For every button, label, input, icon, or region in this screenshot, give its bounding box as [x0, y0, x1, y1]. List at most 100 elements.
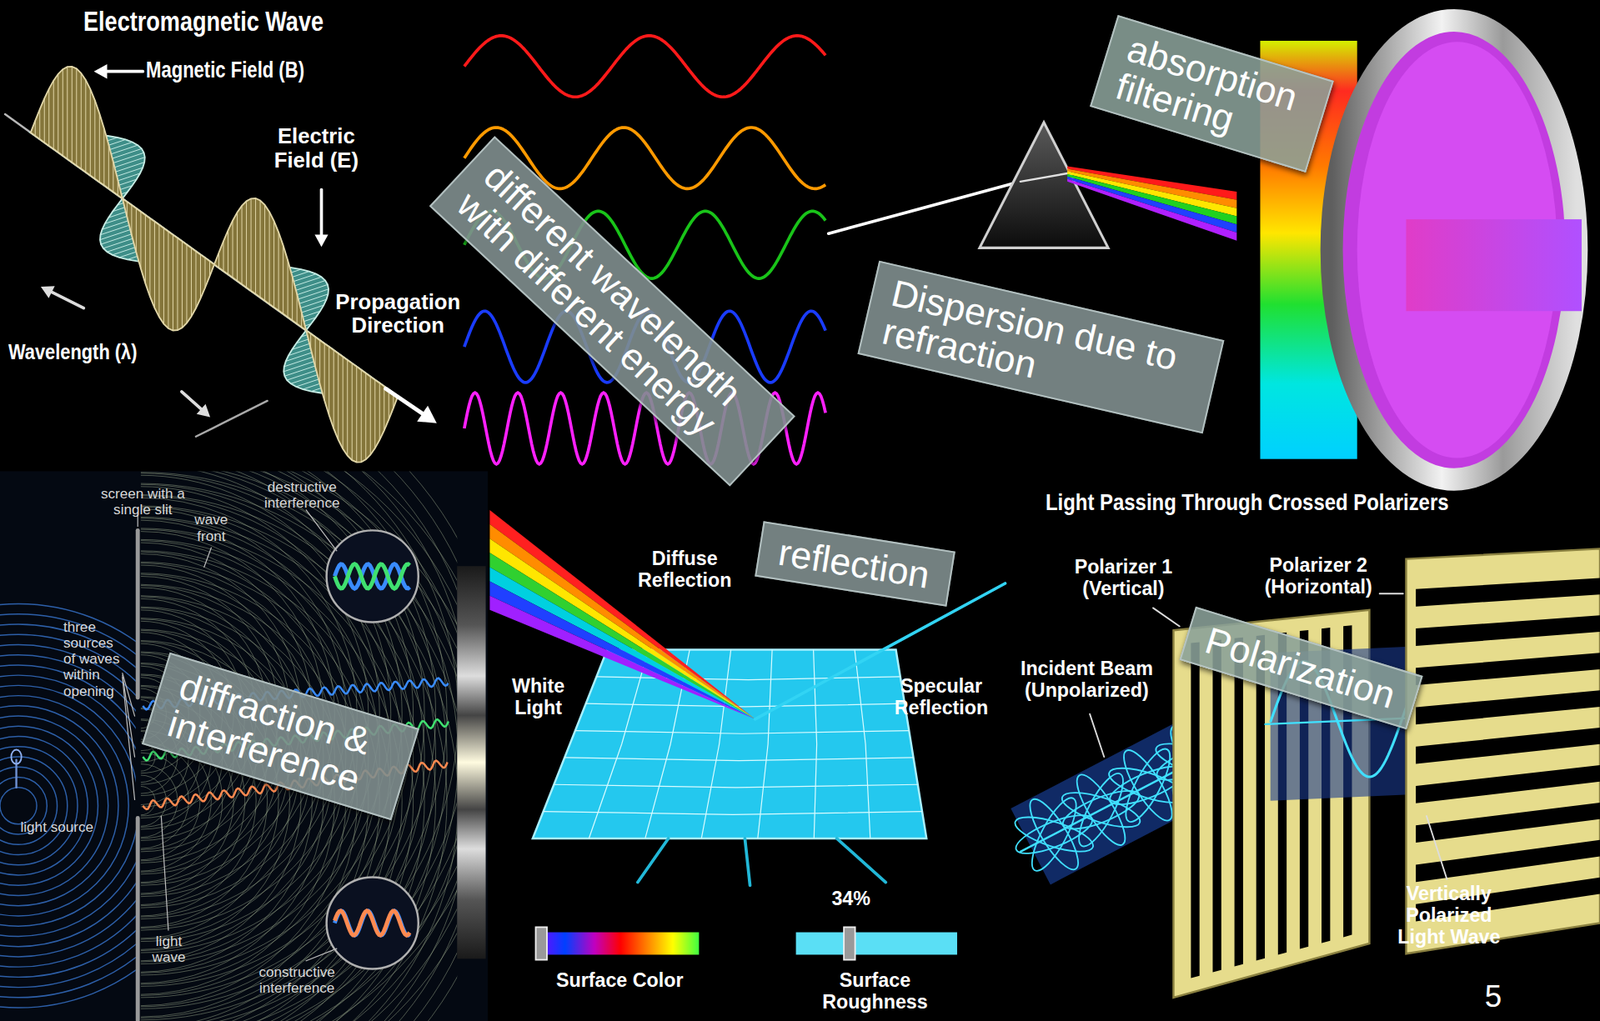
diffuse-ray	[637, 838, 669, 883]
surface-grid	[701, 650, 731, 839]
slider-label: Surface Color	[556, 969, 683, 992]
wavefront-arc	[140, 471, 457, 1021]
lobe-hatch	[291, 276, 293, 322]
lobe-hatch	[204, 257, 206, 288]
wavefront-arc	[140, 471, 457, 1021]
lobe-hatch	[218, 252, 220, 268]
unpolarized-loop	[1068, 768, 1134, 852]
wavefront-arc	[140, 472, 457, 1021]
lobe-hatch	[324, 343, 326, 401]
polarizer-slit	[1415, 727, 1600, 765]
panel-title: Electromagnetic Wave	[83, 5, 324, 37]
polarizer-illustration	[1010, 548, 1600, 998]
wavefront-arc	[140, 471, 457, 1021]
unpolarized-loop	[1023, 792, 1084, 877]
wavefront-arc	[140, 506, 437, 1021]
lobe-hatch	[245, 200, 247, 288]
prism-illustration	[828, 122, 1238, 249]
slit-screen	[135, 817, 141, 1020]
sine-wave	[464, 35, 826, 97]
leader-line	[122, 675, 136, 758]
lobe-hatch	[333, 350, 335, 429]
wavefront-arc	[140, 471, 457, 1021]
unpolarized-loop	[1118, 743, 1179, 828]
lobe-hatch	[108, 145, 110, 190]
lobe-hatch	[167, 231, 169, 329]
lobe-hatch	[172, 235, 174, 332]
lobe-hatch	[342, 356, 344, 450]
part-label: White Light	[500, 675, 577, 719]
lobe-hatch	[383, 386, 385, 432]
part-label: constructive interference	[240, 964, 354, 997]
callout-box: Dispersion due to refraction	[857, 260, 1224, 434]
part-label: Diffuse Reflection	[624, 547, 745, 592]
wavefront-arc	[140, 471, 457, 1021]
polarizer-slit	[1415, 615, 1600, 647]
lobe-hatch	[66, 66, 68, 160]
lobe-hatch	[75, 68, 77, 166]
lobe-hatch	[227, 230, 229, 275]
lobe-hatch	[190, 247, 192, 316]
polarizer-slit	[1415, 802, 1600, 843]
wavelength-arrow	[181, 391, 204, 412]
wave-ring	[0, 737, 88, 876]
surface-grid	[564, 757, 913, 762]
surface-grid	[575, 731, 909, 735]
lobe-hatch	[140, 211, 141, 269]
white-light-beam	[489, 524, 755, 720]
surface-grid	[813, 650, 818, 839]
wave-ring	[0, 614, 136, 999]
zoom-wave	[334, 564, 410, 589]
lobe-hatch	[315, 336, 316, 367]
unpolarized-loop	[1022, 793, 1087, 877]
lobe-hatch	[200, 254, 201, 299]
slit-wavefronts	[140, 471, 457, 1021]
lobe-hatch	[163, 228, 165, 325]
callout-text: reflection	[776, 532, 935, 597]
wavelength-line	[195, 401, 268, 437]
lobe-hatch	[250, 198, 252, 291]
lobe-hatch	[310, 333, 311, 349]
polarizer-slit	[1234, 637, 1244, 968]
color-slider	[536, 932, 700, 956]
page-number: 5	[1484, 979, 1502, 1014]
lobe-hatch	[346, 360, 348, 457]
polarizer-slit	[1212, 640, 1221, 974]
lobe-hatch	[176, 238, 178, 332]
leader-line	[1379, 592, 1404, 595]
surface-grid	[757, 650, 773, 839]
lobe-hatch	[255, 198, 256, 295]
slider-thumb	[536, 927, 547, 960]
wave-ring	[0, 665, 136, 948]
lobe-hatch	[90, 89, 91, 176]
lobe-hatch	[57, 74, 59, 153]
lobe-hatch	[278, 232, 280, 311]
inner-ray	[1020, 173, 1068, 182]
callout-box: absorption filtering	[1090, 15, 1335, 173]
leader-line	[1089, 714, 1104, 758]
lobe-hatch	[103, 128, 105, 186]
wave-ring	[0, 603, 136, 1009]
field-label: Magnetic Field (B)	[145, 57, 305, 83]
lobe-hatch	[264, 205, 266, 301]
dimension-label: Wavelength (λ)	[8, 340, 137, 365]
unpolarized-loop	[1115, 744, 1180, 828]
slit-screen	[135, 530, 141, 698]
lobe-hatch	[232, 220, 234, 278]
lobe-hatch	[130, 205, 132, 236]
lobe-hatch	[149, 218, 151, 297]
lobe-hatch	[296, 293, 298, 324]
lobe-hatch	[287, 260, 289, 317]
wave-ring	[0, 726, 98, 886]
wave-ring	[0, 706, 119, 907]
wave-ring	[0, 747, 78, 866]
leader-line	[160, 816, 169, 931]
wavefront-arc	[140, 471, 437, 1009]
spectrum-band	[1067, 176, 1237, 233]
lobe-hatch	[53, 80, 55, 150]
magnetic-lobe	[30, 66, 123, 199]
wave-ring	[0, 685, 136, 927]
polarizer-slit	[1415, 765, 1600, 804]
surface-grid	[588, 650, 648, 839]
